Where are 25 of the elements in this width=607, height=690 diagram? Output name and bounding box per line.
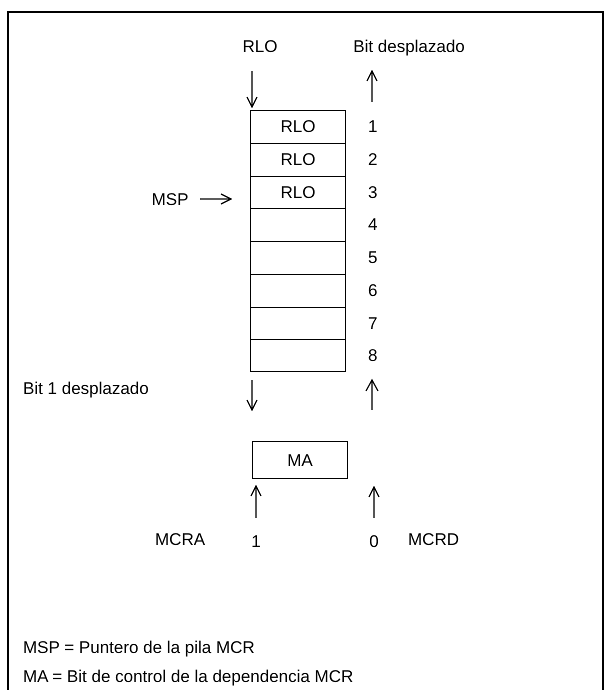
node-label: RLO (234, 33, 286, 59)
row-number: 6 (368, 282, 378, 299)
node-label: MSP (142, 186, 198, 212)
arrow (250, 485, 262, 518)
note-text: MCRA (155, 531, 206, 548)
row-number: 4 (368, 216, 378, 234)
arrow (368, 486, 380, 518)
note-text: Bit 1 desplazado (23, 380, 149, 397)
node-label: Bit desplazado (326, 33, 492, 59)
note-text: MA = Bit de control de la dependencia MCR (23, 668, 354, 685)
arrow (246, 380, 258, 411)
row-number: 5 (368, 249, 378, 266)
node-label: 1 (248, 528, 264, 554)
arrow (246, 71, 258, 108)
row-number: 2 (368, 150, 378, 168)
row-number: 3 (368, 184, 378, 200)
arrow (366, 70, 378, 102)
note-text: MCRD (408, 531, 459, 548)
register-box: MA (252, 441, 348, 479)
arrow (200, 193, 232, 205)
row-number: 1 (368, 118, 378, 135)
note-text: MSP = Puntero de la pila MCR (23, 639, 255, 656)
node-label: 0 (366, 528, 382, 554)
row-number: 8 (368, 347, 378, 364)
row-number: 7 (368, 314, 378, 332)
